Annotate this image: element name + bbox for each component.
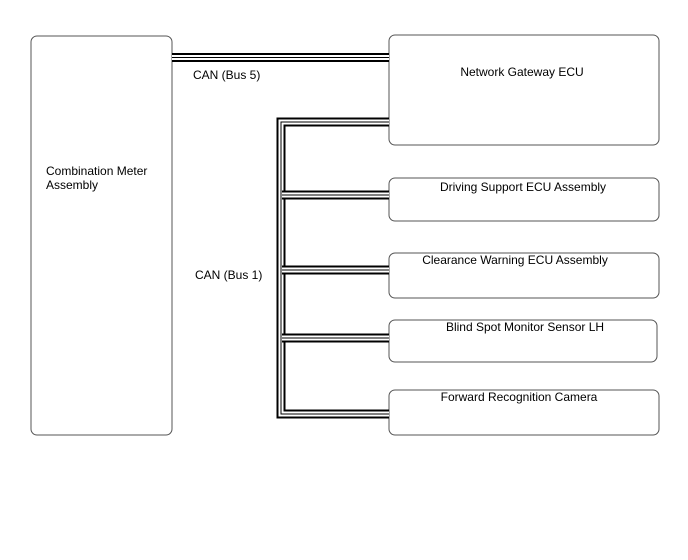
can-bus5-label: CAN (Bus 5) [193, 68, 260, 82]
driving-support-ecu-label: Driving Support ECU Assembly [440, 180, 606, 194]
combination-meter-label-line1: Combination Meter [46, 164, 147, 178]
gateway-ecu-label: Network Gateway ECU [460, 65, 583, 79]
combination-meter-label-line2: Assembly [46, 178, 98, 192]
blind-spot-monitor-label: Blind Spot Monitor Sensor LH [446, 320, 604, 334]
gateway-ecu-box [388, 34, 660, 146]
clearance-warning-ecu-label: Clearance Warning ECU Assembly [422, 253, 608, 267]
can-bus1-wire [276, 117, 389, 419]
forward-camera-label: Forward Recognition Camera [441, 390, 598, 404]
can-bus1-label: CAN (Bus 1) [195, 268, 262, 282]
clearance-warning-ecu-box [388, 252, 660, 299]
combination-meter-box [30, 35, 173, 436]
